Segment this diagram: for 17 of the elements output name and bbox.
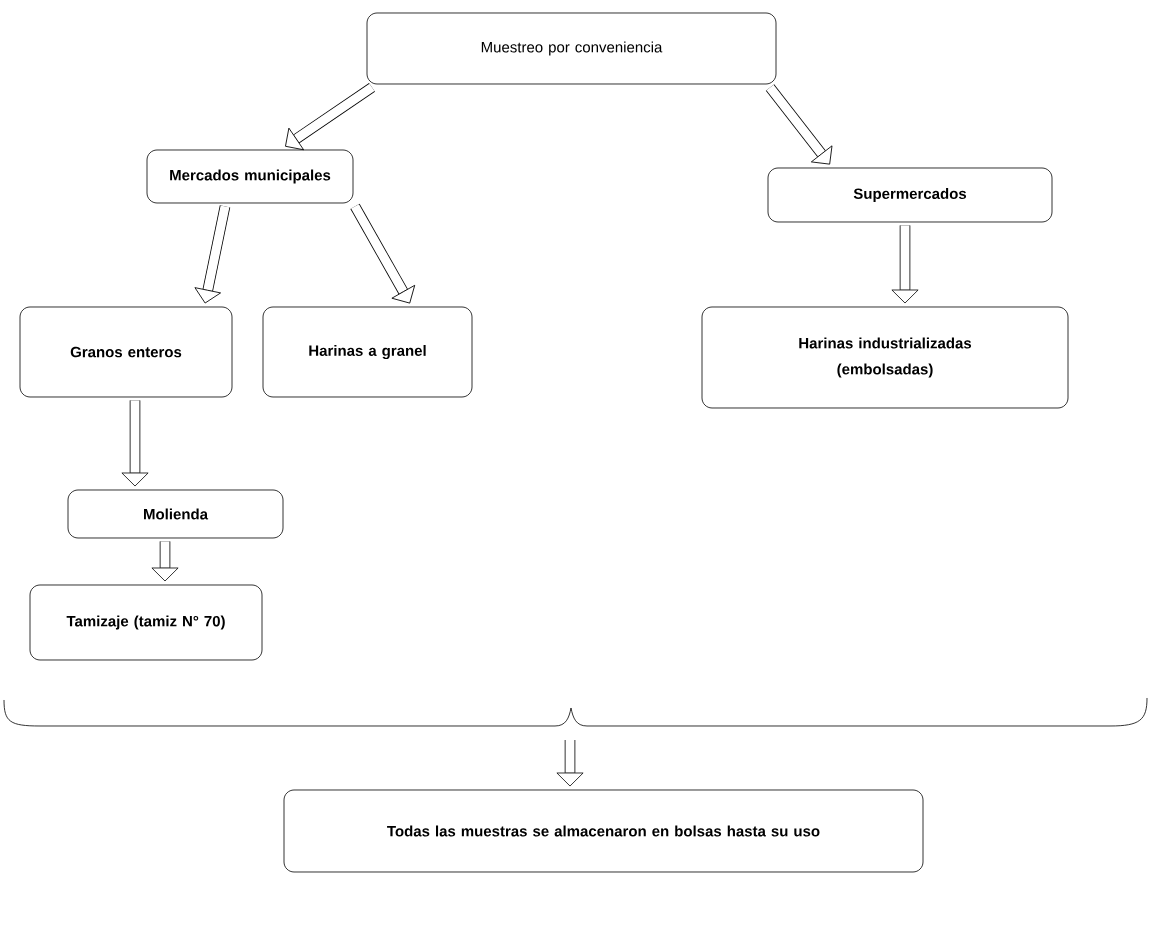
process-box: Mercados municipales [146,149,354,204]
arrow [350,203,416,304]
process-box: Muestreo por conveniencia [366,12,777,85]
process-box: Molienda [67,489,284,539]
arrow [891,225,919,304]
process-box: Supermercados [767,167,1053,223]
arrow [285,83,375,151]
arrow [121,400,149,487]
arrow [194,205,231,304]
arrow [556,740,584,787]
arrow [765,84,833,165]
process-box: Todas las muestras se almacenaron en bolsas hasta su uso [283,789,924,873]
process-box: Harinas a granel [262,306,473,398]
arrow [151,541,179,582]
process-box: Granos enteros [19,306,233,398]
process-box: Harinas industrializadas (embolsadas) [701,306,1069,409]
process-box: Tamizaje (tamiz N° 70) [29,584,263,661]
